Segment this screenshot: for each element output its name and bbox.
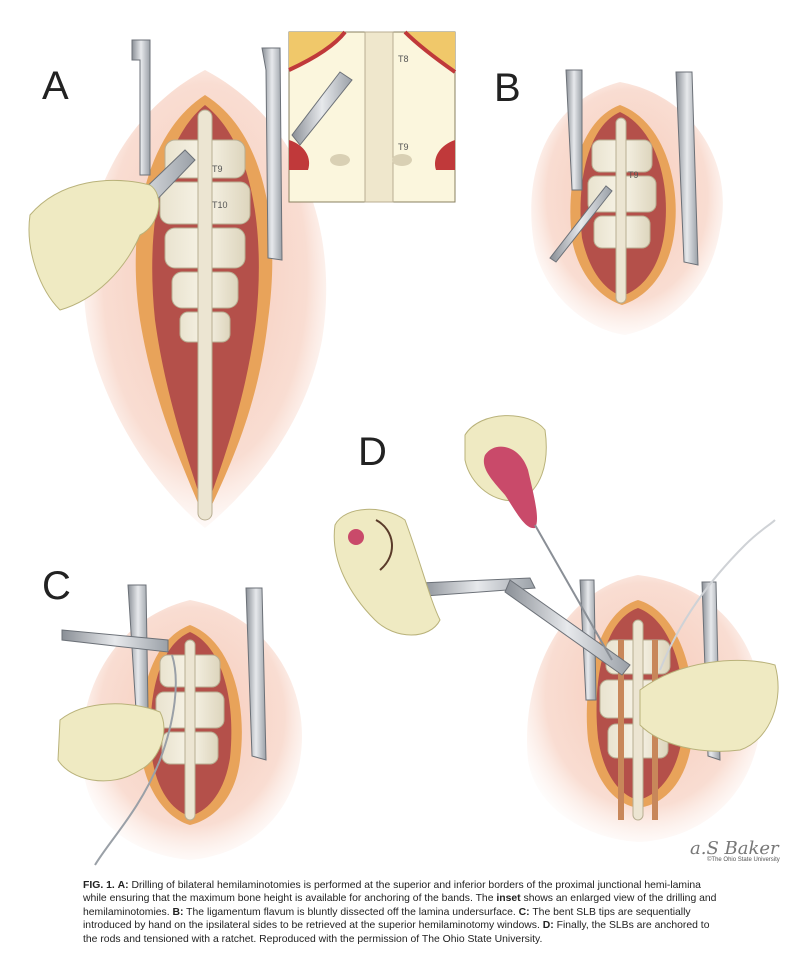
copyright-credit: ©The Ohio State University	[707, 857, 780, 863]
caption-c-label: C:	[518, 906, 530, 918]
caption-c-text: The bent SLB tips are sequentially intro…	[83, 906, 691, 932]
panel-d-spine	[333, 415, 779, 842]
panel-c-spine	[57, 584, 303, 866]
label-t8-inset: T8	[398, 54, 409, 64]
caption-b-label: B:	[172, 906, 184, 918]
label-t10-a: T10	[212, 200, 228, 210]
label-t9-b: T9	[628, 170, 639, 180]
caption-inset-word: inset	[496, 893, 521, 905]
caption-inset-text: shows an enlarged view of the drilling a…	[83, 893, 717, 918]
caption-d-text: Finally, the SLBs are anchored to the ro…	[83, 920, 710, 945]
inset-enlarged-view: T8 T9	[288, 30, 457, 203]
panel-a-spine: T9 T10	[28, 39, 327, 528]
panel-label-a: A	[42, 64, 69, 108]
caption-a-label: A:	[117, 880, 129, 891]
caption-fig-label: FIG. 1.	[83, 880, 115, 891]
caption-b-text: The ligamentum flavum is bluntly dissect…	[183, 906, 519, 918]
panel-label-c: C	[42, 564, 71, 608]
panel-b-spine: T9	[531, 69, 723, 335]
caption-a-text: Drilling of bilateral hemilaminotomies i…	[83, 880, 701, 905]
label-t9-inset: T9	[398, 142, 409, 152]
caption-d-label: D:	[542, 920, 554, 932]
label-t9-a: T9	[212, 164, 223, 174]
panel-label-d: D	[358, 430, 387, 474]
panel-label-b: B	[494, 66, 521, 110]
figure-caption: FIG. 1. A: Drilling of bilateral hemilam…	[83, 879, 723, 946]
artist-signature: a.S Baker	[690, 838, 779, 859]
